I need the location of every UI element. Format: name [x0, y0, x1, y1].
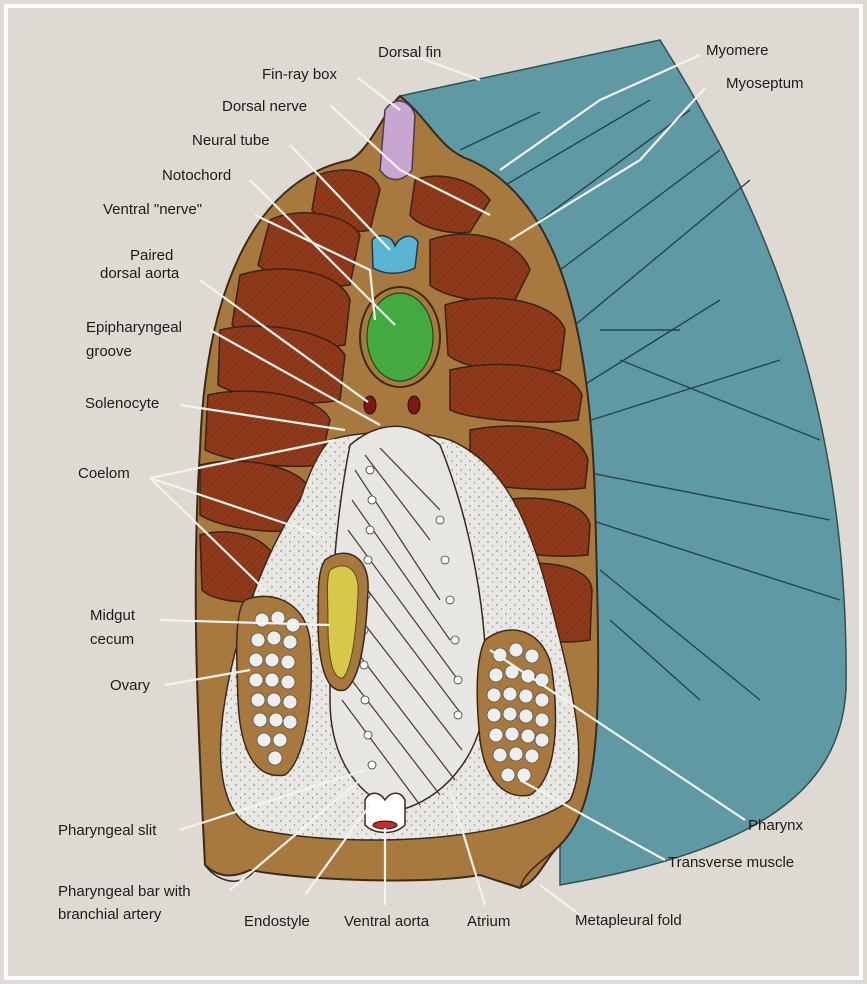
- label-pharyngeal-bar-line2: branchial artery: [58, 906, 162, 923]
- label-myomere: Myomere: [706, 42, 769, 59]
- label-midgut-cecum-line1: Midgut: [90, 607, 136, 624]
- label-coelom: Coelom: [78, 465, 130, 482]
- label-neural-tube: Neural tube: [192, 132, 270, 149]
- label-dorsal-fin: Dorsal fin: [378, 44, 441, 61]
- label-pharyngeal-slit: Pharyngeal slit: [58, 822, 157, 839]
- label-pharyngeal-bar-line1: Pharyngeal bar with: [58, 883, 191, 900]
- label-dorsal-nerve: Dorsal nerve: [222, 98, 307, 115]
- label-epipharyngeal-groove-line2: groove: [86, 343, 132, 360]
- label-atrium: Atrium: [467, 913, 510, 930]
- ventral-aorta-vessel: [373, 821, 397, 829]
- label-ovary: Ovary: [110, 677, 151, 694]
- label-metapleural-fold: Metapleural fold: [575, 912, 682, 929]
- dorsal-aorta-left: [364, 396, 376, 414]
- label-solenocyte: Solenocyte: [85, 395, 159, 412]
- label-ventral-aorta: Ventral aorta: [344, 913, 430, 930]
- label-fin-ray-box: Fin-ray box: [262, 66, 338, 83]
- label-notochord: Notochord: [162, 167, 231, 184]
- label-pharynx: Pharynx: [748, 817, 804, 834]
- label-midgut-cecum-line2: cecum: [90, 631, 134, 648]
- label-myoseptum: Myoseptum: [726, 75, 804, 92]
- label-paired-dorsal-aorta-line2: dorsal aorta: [100, 265, 180, 282]
- label-endostyle: Endostyle: [244, 913, 310, 930]
- label-paired-dorsal-aorta-line1: Paired: [130, 247, 173, 264]
- dorsal-aorta-right: [408, 396, 420, 414]
- label-epipharyngeal-groove-line1: Epipharyngeal: [86, 319, 182, 336]
- label-transverse-muscle: Transverse muscle: [668, 854, 794, 871]
- label-ventral-nerve: Ventral "nerve": [103, 201, 202, 218]
